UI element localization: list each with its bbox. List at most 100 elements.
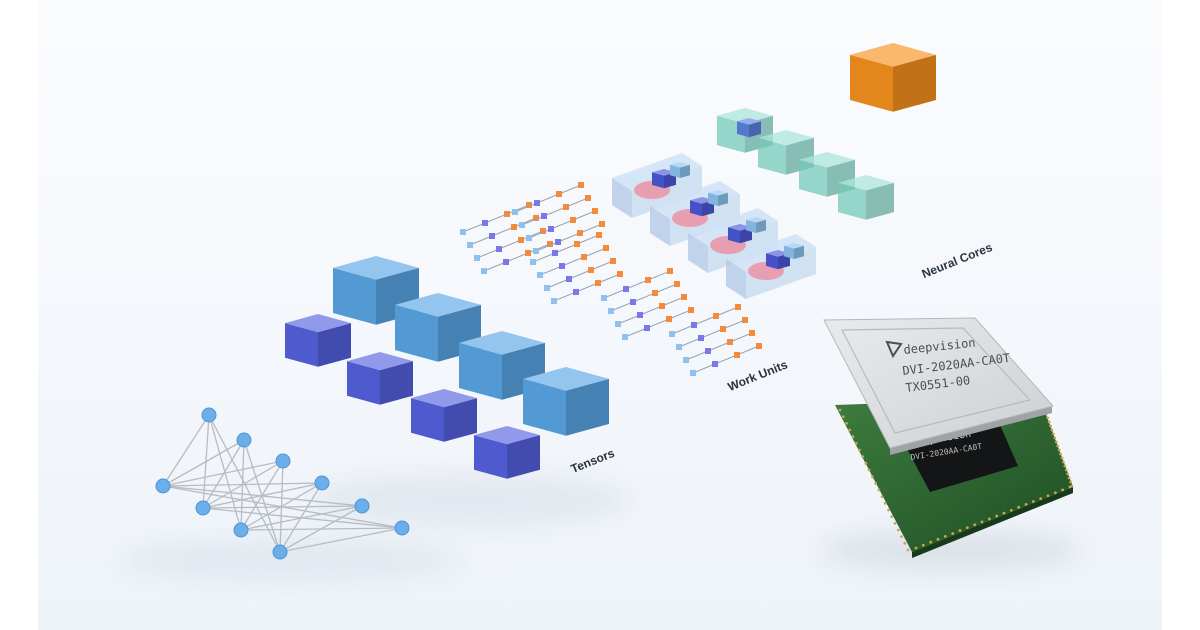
work-unit-node — [559, 263, 565, 269]
work-unit-node — [659, 303, 665, 309]
substrate-contacts — [838, 400, 1074, 552]
processor-chip: deepvision DVI-2020AA-CA0T deepvision DV… — [823, 317, 1074, 558]
work-unit-node — [581, 254, 587, 260]
core-slab-cube — [708, 190, 728, 206]
neural-core-inner-cube — [737, 118, 761, 138]
work-unit-node — [644, 325, 650, 331]
work-unit-node — [592, 208, 598, 214]
work-unit-node — [652, 290, 658, 296]
core-slab-cube — [784, 243, 804, 259]
work-unit-node — [503, 259, 509, 265]
work-unit-node — [623, 286, 629, 292]
work-unit-node — [533, 248, 539, 254]
work-unit-node — [720, 326, 726, 332]
work-unit-clusters — [460, 182, 762, 376]
work-unit-node — [596, 232, 602, 238]
network-node — [195, 500, 211, 516]
work-unit-node — [540, 228, 546, 234]
network-node — [275, 453, 291, 469]
work-unit-node — [526, 202, 532, 208]
work-unit-node — [645, 277, 651, 283]
work-unit-node — [674, 281, 680, 287]
neural-network-graph — [155, 407, 410, 560]
core-slab-cube — [670, 162, 690, 178]
work-unit-node — [690, 370, 696, 376]
orange-cube — [850, 43, 936, 112]
work-unit-node — [481, 268, 487, 274]
tensor-cube-large — [459, 331, 545, 400]
work-unit-node — [544, 285, 550, 291]
work-unit-node — [467, 242, 473, 248]
core-slab — [612, 153, 702, 218]
neural-core-tile — [838, 175, 894, 220]
work-unit-node — [749, 330, 755, 336]
work-unit-node — [534, 200, 540, 206]
work-unit-node — [637, 312, 643, 318]
core-slab-cube — [766, 250, 790, 270]
work-unit-node — [530, 259, 536, 265]
floor-shadows — [120, 474, 1080, 580]
work-unit-node — [519, 222, 525, 228]
network-node — [233, 522, 249, 538]
work-unit-node — [691, 322, 697, 328]
work-unit-node — [601, 295, 607, 301]
tensor-cube-small — [411, 389, 477, 442]
work-unit-node — [566, 276, 572, 282]
work-unit-node — [537, 272, 543, 278]
work-unit-node — [541, 213, 547, 219]
work-unit-node — [482, 220, 488, 226]
work-unit-node — [474, 255, 480, 261]
work-unit-node — [574, 241, 580, 247]
work-unit-node — [585, 195, 591, 201]
work-unit-node — [570, 217, 576, 223]
work-unit-node — [512, 209, 518, 215]
work-unit-node — [548, 226, 554, 232]
work-unit-node — [552, 250, 558, 256]
work-unit-node — [705, 348, 711, 354]
work-unit-node — [669, 331, 675, 337]
neural-core-tiles — [717, 108, 894, 220]
work-unit-node — [489, 233, 495, 239]
work-unit-node — [735, 304, 741, 310]
work-unit-cluster — [669, 304, 762, 376]
work-unit-cluster — [460, 202, 553, 274]
work-unit-cluster — [601, 268, 694, 340]
work-unit-node — [588, 267, 594, 273]
tensor-cube-small — [474, 426, 540, 479]
work-unit-node — [551, 298, 557, 304]
work-unit-cluster — [512, 182, 605, 254]
tensor-cube-small — [285, 314, 351, 367]
work-unit-node — [676, 344, 682, 350]
network-node — [236, 432, 252, 448]
work-unit-node — [630, 299, 636, 305]
orange-core-cube — [850, 43, 936, 112]
work-unit-node — [526, 235, 532, 241]
work-unit-node — [595, 280, 601, 286]
network-node — [314, 475, 330, 491]
chip-lid-edge — [890, 405, 1052, 455]
deepvision-logo-icon — [885, 340, 903, 359]
core-slab-cube — [690, 197, 714, 217]
work-unit-node — [603, 245, 609, 251]
work-unit-node — [617, 271, 623, 277]
work-unit-node — [622, 334, 628, 340]
work-unit-node — [556, 191, 562, 197]
work-unit-node — [573, 289, 579, 295]
core-slabs — [612, 153, 816, 299]
work-unit-node — [742, 317, 748, 323]
work-unit-node — [525, 250, 531, 256]
work-unit-node — [666, 316, 672, 322]
work-unit-node — [681, 294, 687, 300]
work-unit-node — [610, 258, 616, 264]
core-slab-cube — [746, 217, 766, 233]
work-unit-node — [727, 339, 733, 345]
work-unit-node — [504, 211, 510, 217]
work-unit-node — [734, 352, 740, 358]
work-unit-node — [688, 307, 694, 313]
work-unit-node — [555, 239, 561, 245]
network-node — [155, 478, 171, 494]
work-unit-node — [712, 361, 718, 367]
work-unit-node — [756, 343, 762, 349]
work-unit-node — [608, 308, 614, 314]
